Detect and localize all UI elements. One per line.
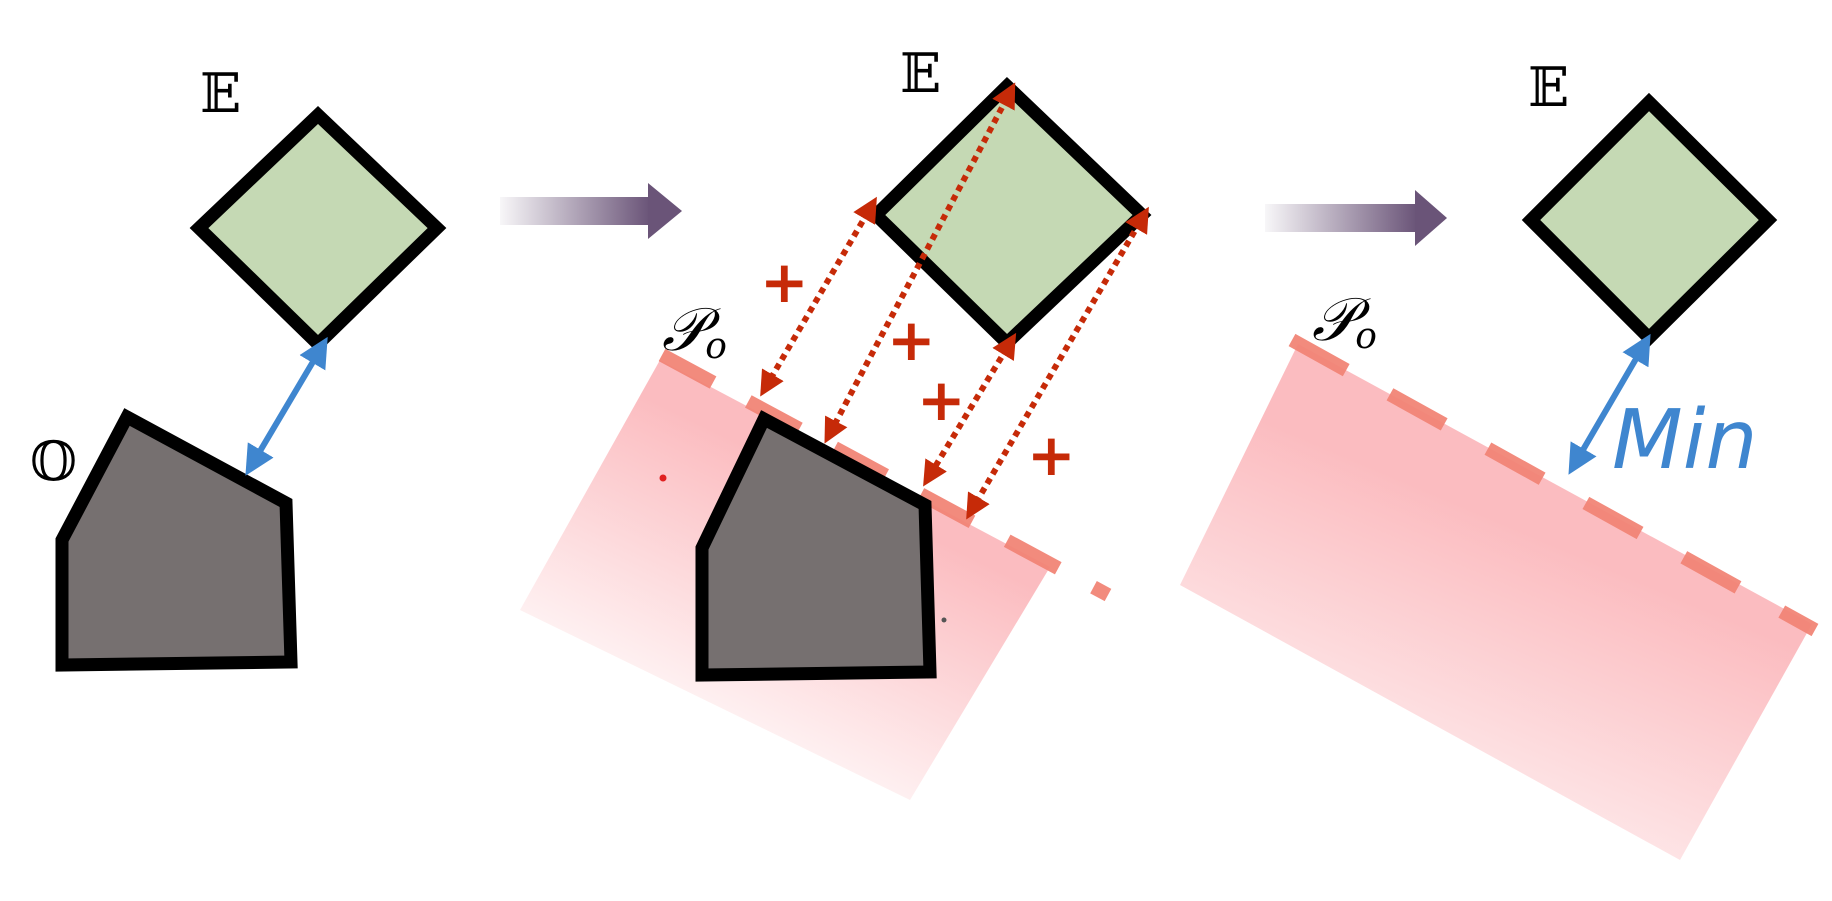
min-label: Min	[1612, 393, 1758, 488]
ego-square	[1521, 92, 1778, 348]
plane-label: 𝒫o	[662, 295, 727, 367]
ego-label: 𝔼	[900, 42, 941, 105]
right-arrow-icon	[500, 183, 682, 239]
separating-plane	[658, 348, 1112, 602]
panel-initial: 𝔼 𝕆	[30, 62, 447, 672]
obstacle-halfspace	[1180, 344, 1812, 860]
marker-dot	[659, 474, 667, 482]
panel-minimize: 𝔼 𝒫o Min	[1180, 56, 1819, 860]
plane-label: 𝒫o	[1312, 285, 1377, 357]
distance-arrow	[824, 82, 1016, 444]
distance-arrow	[1568, 333, 1651, 475]
distance-arrow	[966, 206, 1149, 520]
plus-sign: +	[917, 366, 966, 434]
right-arrow-icon	[1265, 190, 1447, 246]
ego-square	[189, 106, 447, 354]
obstacle-pentagon	[695, 410, 937, 682]
plus-sign: +	[760, 248, 809, 316]
obstacle-pentagon	[55, 408, 298, 672]
ego-label: 𝔼	[1528, 56, 1569, 119]
distance-arrow	[245, 336, 328, 476]
plus-sign: +	[887, 306, 936, 374]
separating-plane	[1288, 333, 1819, 637]
ego-square	[866, 76, 1152, 353]
ego-label: 𝔼	[200, 62, 241, 125]
plus-sign: +	[1027, 421, 1076, 489]
marker-dot	[941, 617, 947, 623]
obstacle-label: 𝕆	[30, 430, 77, 493]
panel-sum-distances: 𝔼 𝒫o + + + +	[520, 42, 1152, 800]
